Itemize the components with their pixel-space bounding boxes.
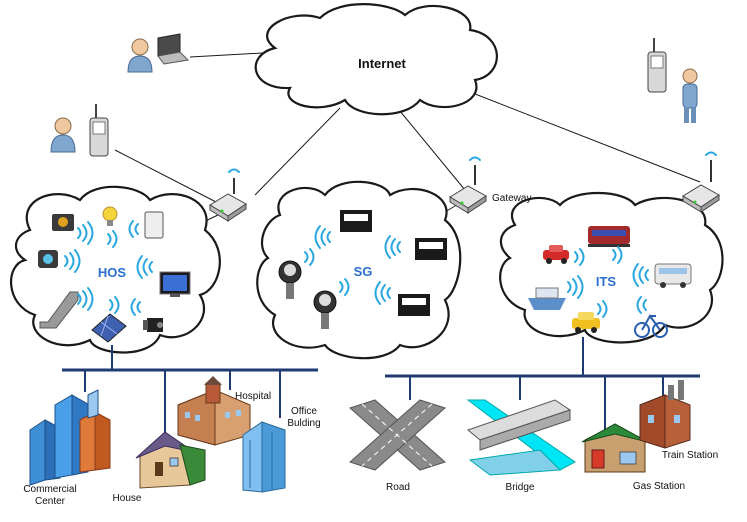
train-station-icon	[639, 380, 691, 449]
gateway-router-icon	[449, 156, 487, 214]
thermostat-icon	[38, 250, 58, 268]
office-building-label-line1: Office	[291, 406, 317, 417]
right-bus	[385, 337, 700, 430]
train-icon	[588, 226, 630, 247]
ship-icon	[528, 287, 566, 310]
office-building-label-line2: Bulding	[287, 418, 320, 429]
hospital-label: Hospital	[235, 391, 271, 402]
house-icon	[135, 431, 206, 489]
its-label: ITS	[596, 274, 617, 289]
taxi-icon	[572, 312, 600, 333]
bicycle-icon	[634, 314, 668, 338]
left-bus	[62, 345, 318, 440]
escalator-icon	[39, 291, 79, 329]
smart-meter-icon	[415, 238, 447, 260]
mobile-phone-icon	[647, 38, 667, 93]
bus-icon	[654, 263, 692, 288]
its-wifi-signals	[567, 246, 649, 318]
smart-meter-icon	[340, 210, 372, 232]
commercial-center-icon	[29, 389, 111, 486]
its-cloud: ITS	[499, 191, 724, 344]
car-icon	[543, 245, 569, 264]
sg-label: SG	[354, 264, 373, 279]
user-icon	[682, 68, 698, 123]
router-icon	[209, 168, 247, 222]
tv-icon	[159, 271, 191, 297]
commercial-center-label-line2: Center	[35, 496, 66, 507]
gas-meter-icon	[278, 260, 302, 299]
gateway-label: Gateway	[492, 193, 531, 204]
sg-wifi-signals	[304, 225, 401, 305]
house-label: House	[113, 493, 142, 504]
hospital-icon	[177, 376, 251, 446]
user-with-laptop-icon	[127, 33, 190, 73]
hos-label: HOS	[98, 265, 127, 280]
bridge-icon	[466, 399, 576, 476]
gas-meter-icon	[313, 290, 337, 329]
hos-cloud: HOS	[10, 185, 221, 354]
commercial-center-label-line1: Commercial	[23, 484, 76, 495]
office-building-icon	[242, 421, 286, 493]
solar-panel-icon	[91, 313, 127, 343]
camera-icon	[52, 214, 74, 231]
user-with-phone-icon	[50, 104, 109, 157]
internet-cloud: Internet	[254, 3, 498, 116]
road-intersection-icon	[349, 399, 446, 471]
video-camera-icon	[143, 318, 163, 332]
sg-cloud: SG	[256, 180, 462, 360]
gas-station-label: Gas Station	[633, 481, 685, 492]
smart-meter-icon	[398, 294, 430, 316]
bridge-label: Bridge	[506, 482, 535, 493]
lightbulb-icon	[102, 206, 118, 226]
tablet-icon	[144, 211, 164, 239]
gas-station-icon	[581, 423, 649, 473]
train-station-label: Train Station	[662, 450, 718, 461]
router-icon	[682, 151, 720, 213]
internet-label: Internet	[358, 56, 406, 71]
hos-wifi-signals	[64, 220, 153, 316]
road-label: Road	[386, 482, 410, 493]
